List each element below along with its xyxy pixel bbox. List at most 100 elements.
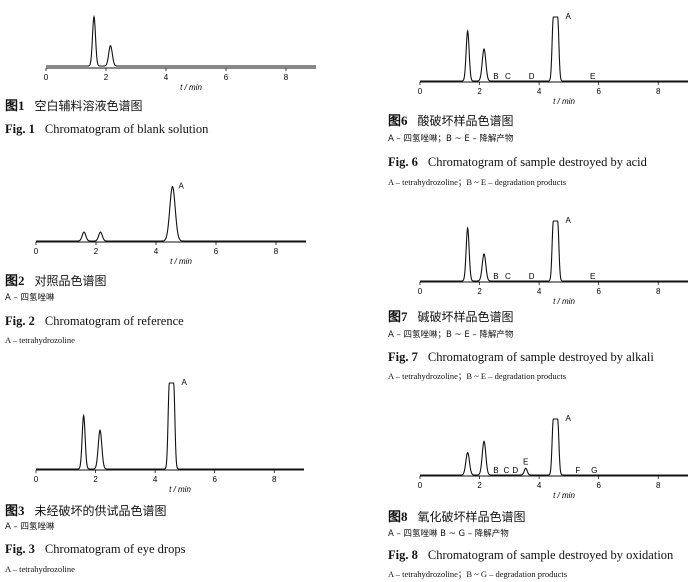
fig8-trace: [420, 418, 688, 476]
fig6-title-en: Chromatogram of sample destroyed by acid: [427, 155, 647, 169]
fig7-legend-cn: A – 四氢唑啉；B ~ E – 降解产物: [388, 330, 514, 340]
fig6-tick-label-6: 6: [596, 87, 601, 96]
fig6-trace: [420, 16, 688, 82]
fig8-caption-cn: 图8 氧化破坏样品色谱图: [388, 510, 526, 523]
fig2-caption-en: Fig. 2 Chromatogram of reference: [5, 315, 184, 328]
fig7-x-axis-label: t / min: [553, 297, 575, 306]
fig1-tick-label-0: 0: [44, 73, 49, 82]
fig7-peak-label-D: D: [529, 272, 535, 281]
fig1-tick-label-4: 4: [164, 73, 169, 82]
fig6-tick-label-0: 0: [418, 87, 423, 96]
fig8-peak-label-G: G: [591, 466, 597, 475]
fig7-peak-label-A: A: [565, 216, 571, 225]
fig8-tick-label-2: 2: [477, 481, 482, 490]
fig3-title-en: Chromatogram of eye drops: [44, 542, 186, 556]
fig8-number-cn: 图8: [388, 509, 408, 524]
fig7-tick-label-2: 2: [477, 287, 482, 296]
fig2-tick-label-6: 6: [214, 247, 219, 256]
fig6-number-cn: 图6: [388, 113, 408, 128]
fig7-peak-label-E: E: [590, 272, 595, 281]
fig2-title-cn: 对照品色谱图: [34, 274, 107, 288]
fig2-tick-label-2: 2: [94, 247, 99, 256]
fig3-caption-en: Fig. 3 Chromatogram of eye drops: [5, 543, 185, 556]
fig7-tick-label-6: 6: [596, 287, 601, 296]
fig2-tick-label-0: 0: [34, 247, 39, 256]
fig7-number-cn: 图7: [388, 309, 408, 324]
fig3-caption-cn: 图3 未经破坏的供试品色谱图: [5, 504, 167, 517]
fig7-number-en: Fig. 7: [388, 350, 418, 364]
fig8-peak-label-E: E: [523, 457, 528, 466]
fig6-legend-en: A – tetrahydrozoline；B ~ E – degradation…: [388, 177, 567, 187]
fig2-peak-label-A: A: [179, 182, 185, 191]
fig8-tick-label-8: 8: [656, 481, 661, 490]
fig1-title-cn: 空白辅料溶液色谱图: [34, 99, 143, 113]
fig6-tick-label-2: 2: [477, 87, 482, 96]
fig7-title-cn: 碱破坏样品色谱图: [417, 310, 514, 324]
fig7-tick-label-8: 8: [656, 287, 661, 296]
fig8-tick-label-0: 0: [418, 481, 423, 490]
fig8-legend-en: A – tetrahydrozoline；B ~ G – degradation…: [388, 569, 568, 579]
fig6-legend-cn: A – 四氢唑啉；B ~ E – 降解产物: [388, 134, 514, 144]
fig8-peak-label-B: B: [493, 466, 498, 475]
fig7-caption-en: Fig. 7 Chromatogram of sample destroyed b…: [388, 351, 654, 364]
fig3-number-cn: 图3: [5, 503, 25, 518]
fig7-tick-label-0: 0: [418, 287, 423, 296]
fig8-x-axis-label: t / min: [553, 491, 575, 500]
fig1-number-en: Fig. 1: [5, 122, 35, 136]
fig8-legend-cn: A – 四氢唑啉 B ~ G – 降解产物: [388, 529, 509, 539]
fig8-caption-en: Fig. 8 Chromatogram of sample destroyed b…: [388, 549, 673, 562]
fig7-caption-cn: 图7 碱破坏样品色谱图: [388, 310, 514, 323]
fig7-title-en: Chromatogram of sample destroyed by alka…: [427, 350, 654, 364]
fig3-tick-label-0: 0: [34, 475, 39, 484]
fig2-x-axis-label: t / min: [170, 257, 192, 266]
fig3-tick-label-4: 4: [153, 475, 158, 484]
fig6-tick-label-4: 4: [537, 87, 542, 96]
fig1-tick-label-8: 8: [284, 73, 289, 82]
fig1-number-cn: 图1: [5, 98, 25, 113]
fig2-number-cn: 图2: [5, 273, 25, 288]
chromatogram-fig2: 0 2 4 6 8 t / min A: [30, 172, 320, 266]
fig7-legend-en: A – tetrahydrozoline；B ~ E – degradation…: [388, 371, 567, 381]
fig3-tick-label-2: 2: [93, 475, 98, 484]
fig8-peak-label-A: A: [565, 414, 571, 423]
fig8-tick-label-6: 6: [596, 481, 601, 490]
fig3-title-cn: 未经破坏的供试品色谱图: [34, 504, 167, 518]
fig3-peak-label-A: A: [181, 378, 187, 387]
fig7-peak-label-C: C: [505, 272, 511, 281]
fig6-peak-label-D: D: [529, 72, 535, 81]
fig1-trace: [46, 14, 316, 67]
fig1-x-axis-label: t / min: [180, 83, 202, 92]
fig8-number-en: Fig. 8: [388, 548, 418, 562]
fig1-title-en: Chromatogram of blank solution: [44, 122, 209, 136]
fig2-tick-label-8: 8: [274, 247, 279, 256]
fig2-trace: [36, 185, 306, 242]
fig3-legend-en: A – tetrahydrozoline: [5, 564, 75, 574]
fig2-number-en: Fig. 2: [5, 314, 35, 328]
fig8-peak-label-C: C: [503, 466, 509, 475]
fig2-title-en: Chromatogram of reference: [44, 314, 184, 328]
fig3-number-en: Fig. 3: [5, 542, 35, 556]
fig3-trace: [36, 382, 304, 470]
fig7-trace: [420, 220, 688, 282]
fig8-title-en: Chromatogram of sample destroyed by oxid…: [427, 548, 674, 562]
fig2-legend-en: A – tetrahydrozoline: [5, 335, 75, 345]
fig7-tick-label-4: 4: [537, 287, 542, 296]
fig6-tick-label-8: 8: [656, 87, 661, 96]
fig3-legend-cn: A – 四氢唑啉: [5, 522, 55, 532]
fig3-tick-label-6: 6: [212, 475, 217, 484]
fig8-title-cn: 氧化破坏样品色谱图: [417, 510, 526, 524]
chromatogram-fig2-svg: 0 2 4 6 8 t / min A: [34, 182, 306, 266]
fig2-tick-label-4: 4: [154, 247, 159, 256]
